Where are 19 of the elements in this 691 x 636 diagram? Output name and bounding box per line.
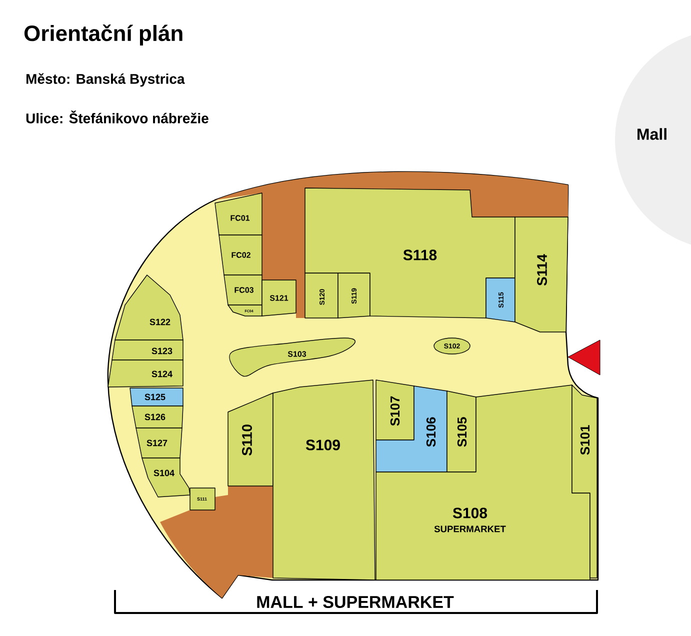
city-label: Město: Banská Bystrica (26, 73, 185, 87)
shop-unit: S114 (514, 216, 568, 332)
shop-unit: FC02 (218, 234, 262, 276)
bracket-label: MALL + SUPERMARKET (254, 594, 456, 610)
title: Orientační plán (24, 24, 182, 46)
shop-unit: S127 (136, 428, 182, 458)
shop-unit: S104 (142, 458, 190, 498)
shop-unit: S101 (572, 384, 598, 578)
street-label: Ulice: Štefánikovo nábrežie (26, 110, 208, 124)
shop-unit: S107 (376, 380, 414, 440)
shop-unit: S124 (108, 360, 184, 388)
shop-unit: S125 (130, 388, 184, 406)
shop-unit: S103 (229, 338, 356, 377)
shop-unit: S123 (112, 340, 184, 360)
shop-unit: S126 (132, 406, 184, 428)
shop-unit: S121 (262, 280, 296, 316)
shop-unit: FC01 (214, 192, 262, 236)
shop-unit: S105 (446, 390, 476, 472)
mall-badge: Mall (615, 30, 691, 250)
